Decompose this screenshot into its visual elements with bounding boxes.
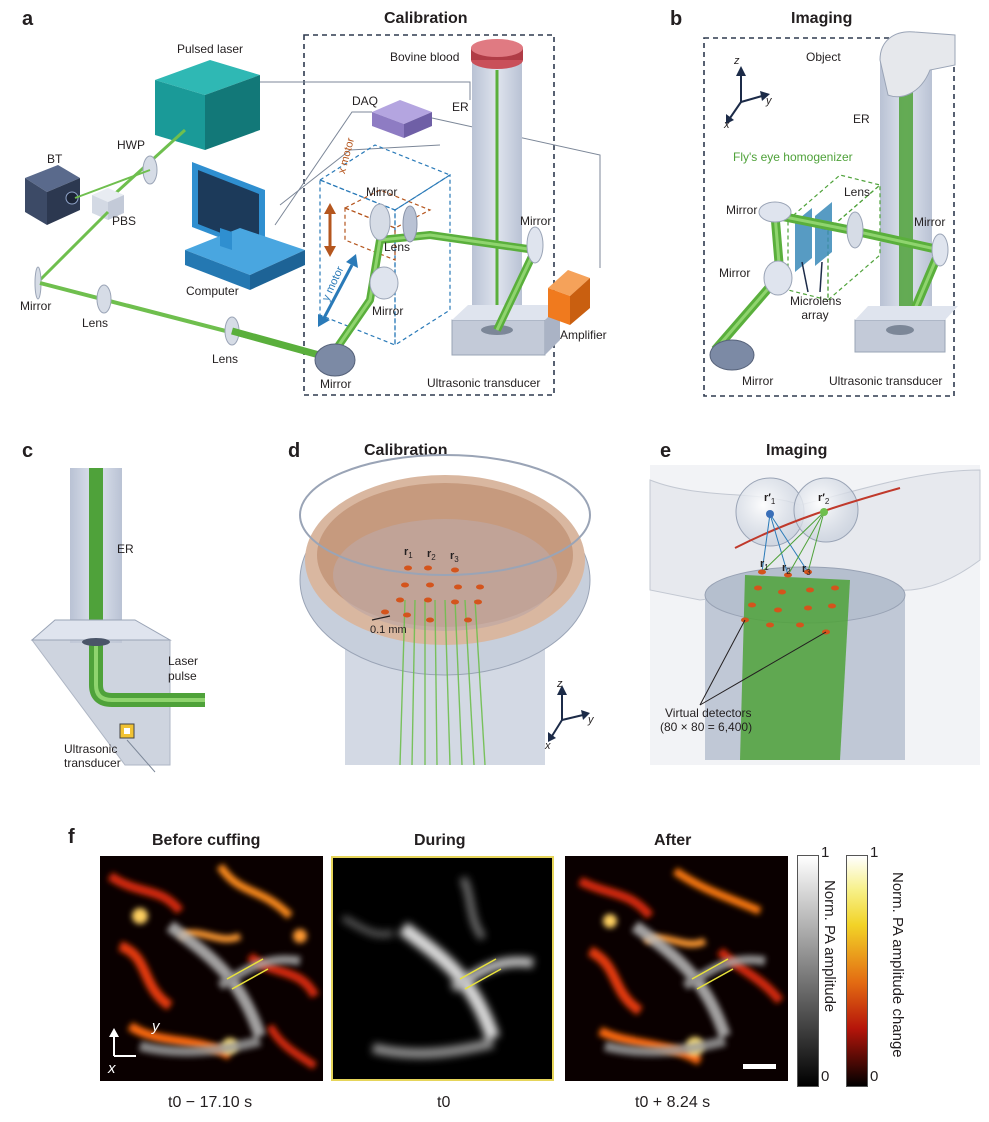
label-daq: DAQ	[352, 94, 379, 108]
label-rp1-e: r′1	[764, 492, 776, 507]
label-microlens-array: Microlens array	[790, 294, 842, 322]
colorbar-gray-min: 0	[821, 1068, 830, 1085]
panel-b-title: Imaging	[791, 10, 853, 27]
f-title-before: Before cuffing	[152, 832, 261, 849]
f-time-during: t0	[437, 1094, 451, 1111]
label-r2-d: r2	[427, 548, 436, 563]
label-object: Object	[806, 50, 841, 64]
label-mirror-right-b: Mirror	[914, 215, 946, 229]
label-virtual-detectors: Virtual detectors	[665, 706, 752, 720]
panel-f-letter: f	[68, 826, 75, 848]
image-after	[565, 856, 788, 1081]
label-axis-y-b: y	[766, 95, 772, 107]
f-axis-x: x	[108, 1060, 116, 1077]
label-bt: BT	[47, 152, 63, 166]
label-mirror-mid-b: Mirror	[719, 266, 751, 280]
label-mirror-top-a: Mirror	[366, 185, 398, 199]
panel-b-letter: b	[670, 8, 683, 30]
image-before: y x	[100, 856, 323, 1081]
label-axis-z-d: z	[557, 678, 563, 690]
panel-a-letter: a	[22, 8, 34, 30]
label-axis-z-b: z	[734, 55, 740, 67]
colorbar-gray-label: Norm. PA amplitude	[821, 880, 838, 1013]
colorbar-gray-max: 1	[821, 844, 830, 861]
colorbar-gray	[797, 855, 819, 1087]
label-r3-d: r3	[450, 550, 459, 565]
label-er-b: ER	[853, 112, 870, 126]
schematic-illustration	[25, 31, 981, 773]
panel-d-drawing	[299, 454, 591, 766]
panel-e-letter: e	[660, 440, 672, 462]
colorbar-hot-max: 1	[870, 844, 879, 861]
f-time-before: t0 − 17.10 s	[168, 1094, 253, 1111]
colorbar-hot-min: 0	[870, 1068, 879, 1085]
beam-fibers	[399, 599, 486, 766]
panel-a-drawing	[25, 34, 601, 396]
panel-c-letter: c	[22, 440, 34, 462]
label-ultrasonic-transducer-b: Ultrasonic transducer	[829, 374, 943, 388]
label-ultrasonic-transducer-a: Ultrasonic transducer	[427, 376, 541, 390]
label-r2-e: r2	[782, 562, 791, 577]
label-mirror-bottom-b: Mirror	[742, 374, 774, 388]
label-r1-e: r1	[760, 558, 769, 573]
label-laser-pulse: Laser pulse	[168, 654, 199, 683]
label-axis-y-d: y	[588, 714, 594, 726]
label-scale-d: 0.1 mm	[370, 624, 407, 636]
label-mirror-top-b: Mirror	[726, 203, 758, 217]
label-ultrasonic-transducer-c: Ultrasonic transducer	[64, 742, 121, 770]
label-lens-left-a: Lens	[82, 316, 109, 330]
label-mirror-right-a: Mirror	[520, 214, 552, 228]
label-er-c: ER	[117, 542, 134, 556]
label-rp2-e: r′2	[818, 492, 830, 507]
panel-d-letter: d	[288, 440, 301, 462]
label-mirror-left-a: Mirror	[20, 299, 52, 313]
label-axis-x-d: x	[545, 740, 551, 752]
image-during	[331, 856, 554, 1081]
label-computer: Computer	[186, 284, 239, 298]
label-bovine-blood: Bovine blood	[390, 50, 460, 64]
label-amplifier: Amplifier	[560, 328, 607, 342]
label-lens-bottom-a: Lens	[212, 352, 239, 366]
label-mirror-bottom-a: Mirror	[320, 377, 352, 391]
panel-e-title: Imaging	[766, 442, 828, 459]
virtual-detector-points	[741, 569, 839, 635]
panel-b-drawing	[703, 31, 958, 397]
label-lens-b: Lens	[844, 185, 871, 199]
calibration-points	[381, 565, 484, 623]
label-pbs: PBS	[112, 214, 137, 228]
f-title-during: During	[414, 832, 466, 849]
colorbar-hot	[846, 855, 868, 1087]
panel-a-title: Calibration	[384, 10, 468, 27]
label-lens-mid-a: Lens	[384, 240, 411, 254]
f-title-after: After	[654, 832, 692, 849]
f-axis-y: y	[152, 1018, 160, 1035]
colorbar-hot-label: Norm. PA amplitude change	[889, 872, 906, 1058]
label-flys-eye: Fly's eye homogenizer	[733, 150, 853, 164]
label-r3-e: r3	[802, 563, 811, 578]
label-hwp: HWP	[117, 138, 145, 152]
panel-c-drawing	[30, 468, 205, 773]
label-pulsed-laser: Pulsed laser	[177, 42, 244, 56]
scale-bar	[743, 1064, 776, 1069]
label-r1-d: r1	[404, 546, 413, 561]
label-er-a: ER	[452, 100, 469, 114]
label-mirror-mid-a: Mirror	[372, 304, 404, 318]
label-axis-x-b: x	[724, 119, 730, 131]
panel-e-drawing	[649, 465, 981, 765]
f-time-after: t0 + 8.24 s	[635, 1094, 711, 1111]
label-virtual-detectors-count: (80 × 80 = 6,400)	[660, 720, 753, 734]
